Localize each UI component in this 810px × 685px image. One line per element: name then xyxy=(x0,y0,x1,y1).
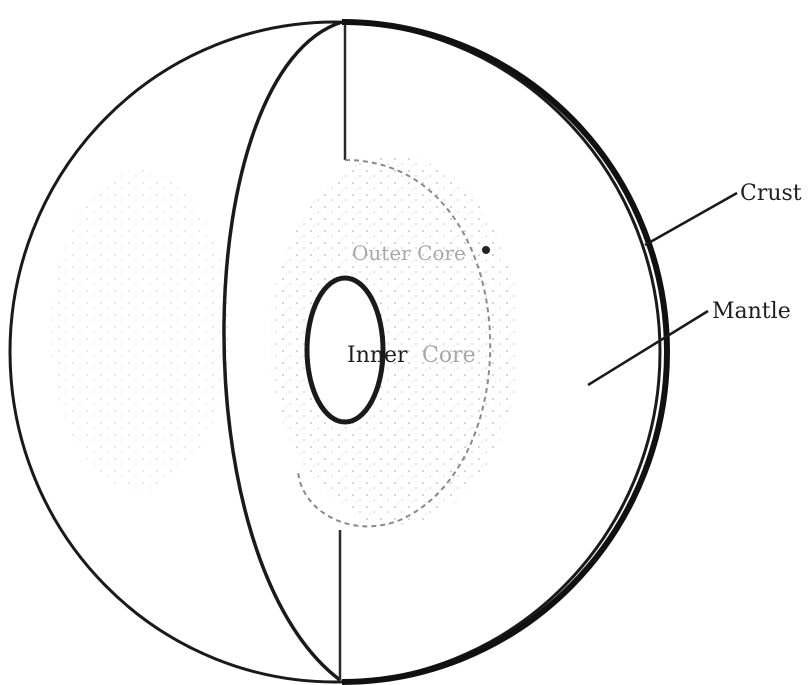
mantle-label: Mantle xyxy=(712,299,791,324)
inner-core-label-first: Inner xyxy=(347,343,408,368)
outer-core-label: Outer Core xyxy=(352,241,466,265)
crust-leader-line xyxy=(645,193,737,245)
outer-core-marker xyxy=(482,246,490,254)
inner-core-label-second: Core xyxy=(422,343,476,368)
left-hemisphere-stipple xyxy=(50,170,230,490)
crust-label: Crust xyxy=(740,181,802,206)
